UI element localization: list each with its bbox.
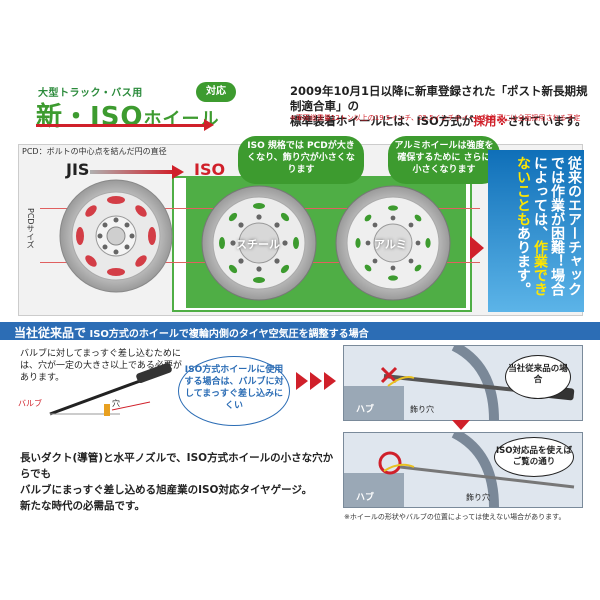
hole-label: 飾り穴 [410,405,434,414]
chevron-right-icon [324,372,336,390]
intro-footnote: ※車両総重量12トン以上の19.5インチ、22.5インチホイール装着車には全面採… [290,114,581,122]
callout-text-c: あります。 [515,226,531,296]
header-title: 新・ISOホイール [36,96,220,133]
title-new: 新・ [36,102,91,132]
intro-line2-a: 標準装着ホイールには、ISO方式が [290,114,474,128]
alumi-spec-bubble: アルミホイールは強度を確保するために さらに小さくなります [388,136,500,184]
product-description-line3: 新たな時代の必需品です。 [20,500,145,512]
warning-oval-text: ISO方式ホイールに使用する場合は、バルブに対してまっすぐ差し込みにくい [184,365,284,411]
hub-label: ハブ [356,493,375,503]
section-bar [0,322,600,340]
title-iso: ISO [90,102,144,132]
steel-wheel-image [201,185,317,301]
jis-wheel-image [59,179,173,293]
pcd-note: PCD：ボルトの中心点を結んだ円の直径 [22,147,167,156]
intro-line1: 2009年10月1日以降に新車登録された「ポスト新長期規制適合車」の [290,84,588,113]
product-description: 長いダクト(導管)と水平ノズルで、ISO方式ホイールの小さな穴からでも バルブに… [20,450,336,514]
valve-note: バルブに対してまっすぐ差し込むためには、穴が一定の大きさ以上である必要があります… [20,349,182,383]
section-text: ISO方式のホイールで複輪内側のタイヤ空気圧を調整する場合 [89,329,369,340]
jis-to-iso-arrow [90,170,174,174]
disclaimer: ※ホイールの形状やバルブの位置によっては使えない場合があります。 [344,513,566,521]
jis-label: JIS [66,160,90,179]
intro-text: 2009年10月1日以降に新車登録された「ポスト新長期規制適合車」の 標準装着ホ… [290,84,595,129]
intro-line2-b: されています。 [507,114,587,128]
product-description-line2: バルブにまっすぐ差し込める旭産業のISO対応タイヤゲージ。 [20,484,313,496]
gauge-illustration [49,362,172,416]
valve-label: バルブ [18,399,42,408]
warning-oval [178,356,290,426]
iso-product-bubble: ISO対応品を使えばご覧の通り [494,437,574,477]
chevron-right-icon [296,372,308,390]
header-subtitle: 大型トラック・バス用 [38,88,143,99]
callout-text-highlight: 作業できないことも [515,156,548,296]
product-description-line1: 長いダクト(導管)と水平ノズルで、ISO方式ホイールの小さな穴からでも [20,452,334,480]
iso-spec-bubble: ISO 規格では PCDが大きくなり、飾り穴が小さくなります [238,136,364,184]
alumi-wheel-image [335,185,451,301]
steel-wheel-label: スチール [236,238,280,251]
iso-label: ISO [194,160,226,179]
hole-label: 飾り穴 [466,493,490,502]
arrow-right-icon [204,119,214,131]
hub-label: ハブ [356,405,375,415]
arrow-right-icon [470,236,484,260]
intro-mark: ※ [496,114,508,128]
alumi-wheel-label: アルミ [374,238,407,251]
callout-text-a: 従来のエアーチャックでは作業が困難！場合によっては、 [532,156,582,296]
callout-text: 従来のエアーチャックでは作業が困難！場合によっては、作業できないこともあります。 [490,156,582,308]
intro-highlight: 採用 [473,114,497,128]
intro-line2: 標準装着ホイールには、ISO方式が採用※されています。 [290,114,595,129]
section-title: 当社従来品で ISO方式のホイールで複輪内側のタイヤ空気圧を調整する場合 [14,324,369,341]
hole-label: 穴 [112,399,120,408]
title-badge: 対応 [196,82,236,102]
pcd-size-label: PCDサイズ [26,208,35,249]
arrow-down-icon [452,420,470,430]
chevron-right-icon [310,372,322,390]
callout-box [488,150,584,312]
conventional-bubble: 当社従来品の場合 [505,355,571,399]
section-lead: 当社従来品で [14,326,87,340]
title-underline-arrow [36,124,206,127]
arrow-right-icon [172,165,184,179]
